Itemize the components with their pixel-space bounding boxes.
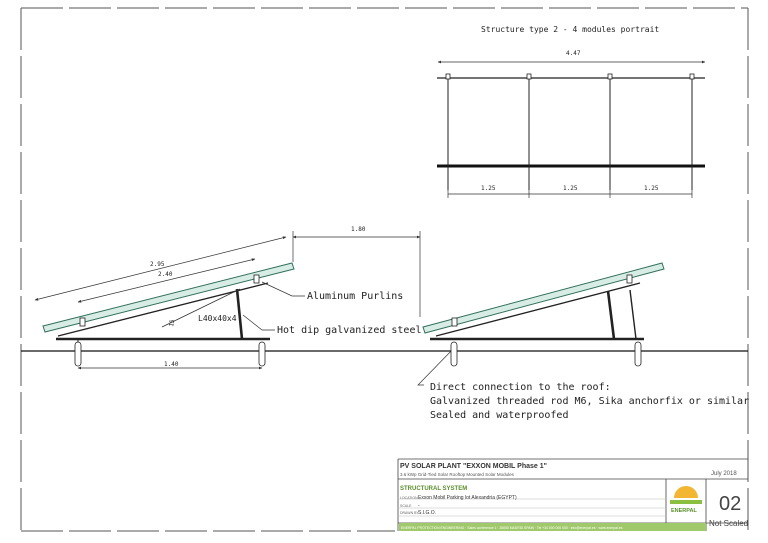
brace-left bbox=[161, 288, 241, 328]
sun-icon bbox=[674, 486, 698, 498]
note-line-1: Direct connection to the roof: bbox=[430, 382, 611, 393]
row1-value: Exxon Mobil Parking lot Alexandria (EGYP… bbox=[418, 495, 517, 501]
dim-span-2: 1.25 bbox=[563, 185, 578, 192]
clamp-3 bbox=[607, 73, 613, 80]
clamp-2 bbox=[526, 73, 532, 80]
rear-leg-right bbox=[606, 290, 616, 340]
clamp-1 bbox=[445, 73, 451, 80]
logo-text: ENERPAL bbox=[671, 508, 698, 514]
anchor-right-1 bbox=[450, 341, 458, 367]
note-line-2: Galvanized threaded rod M6, Sika anchorf… bbox=[430, 396, 749, 407]
dim-line-outer bbox=[34, 236, 287, 301]
enerpal-logo: ENERPAL bbox=[668, 481, 704, 517]
row3-value: S.I.G.O. bbox=[418, 510, 436, 516]
rail-left bbox=[57, 282, 269, 337]
purlin-upper-left bbox=[253, 274, 260, 284]
purlin-upper-right bbox=[626, 274, 633, 284]
anchor-left-2 bbox=[258, 341, 266, 367]
row3-label: DRAWN BY bbox=[400, 511, 419, 515]
row2-value: - bbox=[418, 503, 420, 509]
leader-lines bbox=[242, 281, 457, 386]
dim-gap: 1.80 bbox=[351, 226, 366, 233]
footer-text: ENERPAL PROTECTION ENGINEERING · Sales c… bbox=[401, 526, 623, 530]
rail-right bbox=[435, 282, 641, 337]
right-structure bbox=[422, 262, 665, 367]
pv-module-right bbox=[422, 262, 665, 334]
project-title: PV SOLAR PLANT "EXXON MOBIL Phase 1" bbox=[400, 463, 547, 470]
dim-base: 1.40 bbox=[164, 361, 179, 368]
label-profile: L40x40x4 bbox=[198, 314, 237, 323]
title-block bbox=[397, 458, 748, 531]
drawing-date: July 2018 bbox=[711, 471, 737, 477]
row1-label: LOCATION bbox=[400, 496, 418, 500]
label-aluminum-purlins: Aluminum Purlins bbox=[307, 291, 403, 302]
dim-outer-length: 2.95 bbox=[150, 261, 165, 268]
dim-angle: 15 bbox=[168, 319, 176, 328]
pv-module-left bbox=[42, 262, 295, 333]
not-scaled-label: Not Scaled bbox=[709, 519, 748, 528]
rear-leg-left bbox=[235, 288, 244, 340]
note-line-3: Sealed and waterproofed bbox=[430, 410, 568, 421]
sheet-number: 02 bbox=[719, 493, 741, 515]
label-galvanized-steel: Hot dip galvanized steel bbox=[277, 325, 422, 336]
purlin-lower-right bbox=[451, 317, 458, 327]
section-title: STRUCTURAL SYSTEM bbox=[400, 486, 467, 492]
dim-inner-length: 2.40 bbox=[158, 271, 173, 278]
purlin-lower-left bbox=[79, 317, 86, 327]
project-subtitle: 3.6 kWp Grid-Tied Solar Rooftop Mounted … bbox=[400, 472, 515, 477]
gap-dimension bbox=[292, 231, 421, 317]
anchor-right-2 bbox=[634, 341, 642, 367]
dim-span-1: 1.25 bbox=[481, 185, 496, 192]
dim-top-total: 4.47 bbox=[566, 50, 581, 57]
anchor-left-1 bbox=[74, 341, 82, 367]
left-structure: 2.95 2.40 1.40 15 bbox=[34, 236, 295, 370]
dim-span-3: 1.25 bbox=[644, 185, 659, 192]
row2-label: SCALE bbox=[400, 504, 412, 508]
dim-line-inner bbox=[77, 258, 256, 303]
sheet-frame bbox=[20, 7, 749, 532]
clamp-4 bbox=[689, 73, 695, 80]
top-view: 4.47 1.25 1.25 1.25 bbox=[437, 50, 706, 198]
drawing-title: Structure type 2 - 4 modules portrait bbox=[481, 25, 659, 34]
footer-band bbox=[399, 523, 706, 531]
